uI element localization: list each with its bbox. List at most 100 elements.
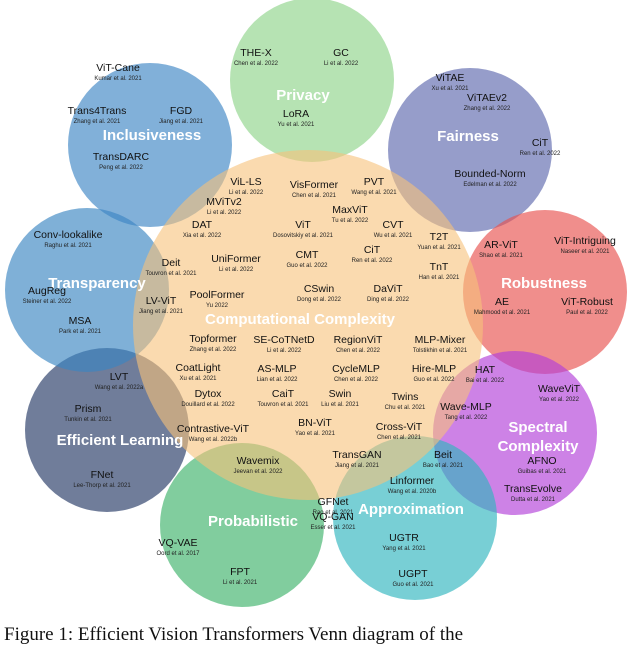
model-name-gfnet: GFNet — [318, 496, 349, 508]
model-citation-davit: Ding et al. 2022 — [367, 297, 410, 303]
model-name-vit: ViT — [295, 219, 311, 231]
model-citation-coatlight: Xu et al. 2021 — [179, 376, 217, 382]
model-citation-ugtr: Yang et al. 2021 — [382, 546, 426, 552]
model-citation-msa: Park et al. 2021 — [59, 329, 102, 335]
model-name-uniformer: UniFormer — [211, 253, 261, 265]
region-title-inclusiveness: Inclusiveness — [103, 127, 201, 144]
model-name-fpt: FPT — [230, 566, 250, 578]
model-name-vit-robust: ViT-Robust — [561, 296, 613, 308]
model-name-gc: GC — [333, 47, 349, 59]
model-citation-beit: Bao et al. 2021 — [423, 463, 464, 469]
model-name-wavemix: Wavemix — [237, 455, 281, 467]
model-citation-vit-cane: Kumar et al. 2021 — [94, 76, 142, 82]
model-citation-mlp-mixer: Tolstikhin et al. 2021 — [413, 348, 468, 354]
model-citation-vil-ls: Li et al. 2022 — [229, 190, 264, 196]
model-name-swin: Swin — [329, 388, 352, 400]
model-citation-linformer: Wang et al. 2020b — [388, 489, 437, 495]
model-citation-uniformer: Li et al. 2022 — [219, 267, 254, 273]
region-title-privacy: Privacy — [276, 87, 330, 104]
set-circles — [5, 0, 627, 607]
region-title-complexity-spectral: Complexity — [498, 438, 580, 455]
model-name-hat: HAT — [475, 364, 496, 376]
model-name-ugpt: UGPT — [398, 568, 428, 580]
model-name-mvitv2: MViTv2 — [206, 196, 242, 208]
model-citation-as-mlp: Lian et al. 2022 — [256, 377, 298, 383]
model-citation-contrastive-vit: Wang et al. 2022b — [189, 437, 238, 443]
region-title-transparency: Transparency — [48, 275, 146, 292]
model-citation-wavemix: Jeevan et al. 2022 — [233, 469, 283, 475]
model-citation-maxvit: Tu et al. 2022 — [332, 218, 369, 224]
model-citation-cmt: Guo et al. 2022 — [286, 263, 328, 269]
model-name-davit: DaViT — [374, 283, 404, 295]
region-title-spectral: Spectral — [508, 419, 567, 436]
model-name-beit: Beit — [434, 449, 452, 461]
model-citation-poolformer: Yu 2022 — [206, 303, 229, 309]
model-name-tnt: TnT — [430, 261, 449, 273]
model-citation-topformer: Zhang et al. 2022 — [190, 347, 237, 353]
model-name-vit-intriguing: ViT-Intriguing — [554, 235, 616, 247]
model-name-visformer: VisFormer — [290, 179, 339, 191]
model-citation-fpt: Li et al. 2021 — [223, 580, 258, 586]
model-citation-gc: Li et al. 2022 — [324, 61, 359, 67]
model-citation-the-x: Chen et al. 2022 — [234, 61, 279, 67]
model-citation-cswin: Dong et al. 2022 — [297, 297, 342, 303]
model-citation-trans4trans: Zhang et al. 2021 — [74, 119, 121, 125]
model-citation-gfnet: Rao et al. 2021 — [313, 510, 354, 516]
model-name-cit: CiT — [532, 137, 549, 149]
model-name-dat: DAT — [192, 219, 213, 231]
region-title-fairness: Fairness — [437, 128, 499, 145]
model-name-trans4trans: Trans4Trans — [68, 105, 127, 117]
model-name-se-cotnetd: SE-CoTNetD — [253, 334, 315, 346]
model-citation-fgd: Jiang et al. 2021 — [159, 119, 204, 125]
model-name-poolformer: PoolFormer — [190, 289, 245, 301]
model-citation-vit-intriguing: Naseer et al. 2021 — [560, 249, 610, 255]
model-name-wave-mlp: Wave-MLP — [440, 401, 492, 413]
model-name-ar-vit: AR-ViT — [484, 239, 518, 251]
model-citation-afno: Guibas et al. 2021 — [518, 469, 567, 475]
model-citation-pvt: Wang et al. 2021 — [351, 190, 397, 196]
model-name-contrastive-vit: Contrastive-ViT — [177, 423, 250, 435]
model-name-t2t: T2T — [430, 231, 449, 243]
model-citation-vitaev2: Zhang et al. 2022 — [464, 106, 511, 112]
venn-diagram: Privacy Fairness Robustness Spectral Com… — [5, 0, 627, 607]
model-citation-bn-vit: Yao et al. 2021 — [295, 431, 336, 437]
model-name-ugtr: UGTR — [389, 532, 419, 544]
model-citation-cvt: Wu et al. 2021 — [374, 233, 413, 239]
model-name-cyclemlp: CycleMLP — [332, 363, 380, 375]
privacy-circle — [230, 0, 394, 162]
model-name-ae: AE — [495, 296, 509, 308]
region-title-approximation: Approximation — [358, 501, 464, 518]
model-name-mlp-mixer: MLP-Mixer — [415, 334, 466, 346]
model-name-deit: Deit — [162, 257, 181, 269]
model-name-cait: CaiT — [272, 388, 295, 400]
model-citation-t2t: Yuan et al. 2021 — [417, 245, 461, 251]
model-citation-vitae: Xu et al. 2021 — [431, 86, 469, 92]
robustness-circle — [463, 210, 627, 374]
region-title-robustness: Robustness — [501, 275, 587, 292]
model-citation-tnt: Han et al. 2021 — [419, 275, 460, 281]
model-name-fgd: FGD — [170, 105, 193, 117]
model-citation-hire-mlp: Guo et al. 2022 — [413, 377, 455, 383]
model-citation-wavevit: Yao et al. 2022 — [539, 397, 580, 403]
model-name-hire-mlp: Hire-MLP — [412, 363, 456, 375]
model-citation-lora: Yu et al. 2021 — [278, 122, 315, 128]
model-name-coatlight: CoatLight — [176, 362, 221, 374]
model-name-cvt: CVT — [383, 219, 405, 231]
model-citation-mvitv2: Li et al. 2022 — [207, 210, 242, 216]
computational-complexity-circle — [133, 150, 483, 500]
model-citation-augreg: Steiner et al. 2022 — [23, 299, 72, 305]
figure-caption: Figure 1: Efficient Vision Transformers … — [4, 624, 464, 645]
model-name-vq-vae: VQ-VAE — [159, 537, 198, 549]
model-name-dytox: Dytox — [195, 388, 223, 400]
model-name-vit-cane: ViT-Cane — [96, 62, 140, 74]
model-citation-cit: Ren et al. 2022 — [352, 258, 393, 264]
model-name-lora: LoRA — [283, 108, 309, 120]
model-citation-deit: Touvron et al. 2021 — [145, 271, 197, 277]
model-name-lvt: LVT — [110, 371, 129, 383]
model-citation-vit-robust: Paul et al. 2022 — [566, 310, 608, 316]
model-citation-cait: Touvron et al. 2021 — [257, 402, 309, 408]
model-name-maxvit: MaxViT — [332, 204, 368, 216]
model-name-as-mlp: AS-MLP — [257, 363, 296, 375]
model-name-wavevit: WaveViT — [538, 383, 581, 395]
